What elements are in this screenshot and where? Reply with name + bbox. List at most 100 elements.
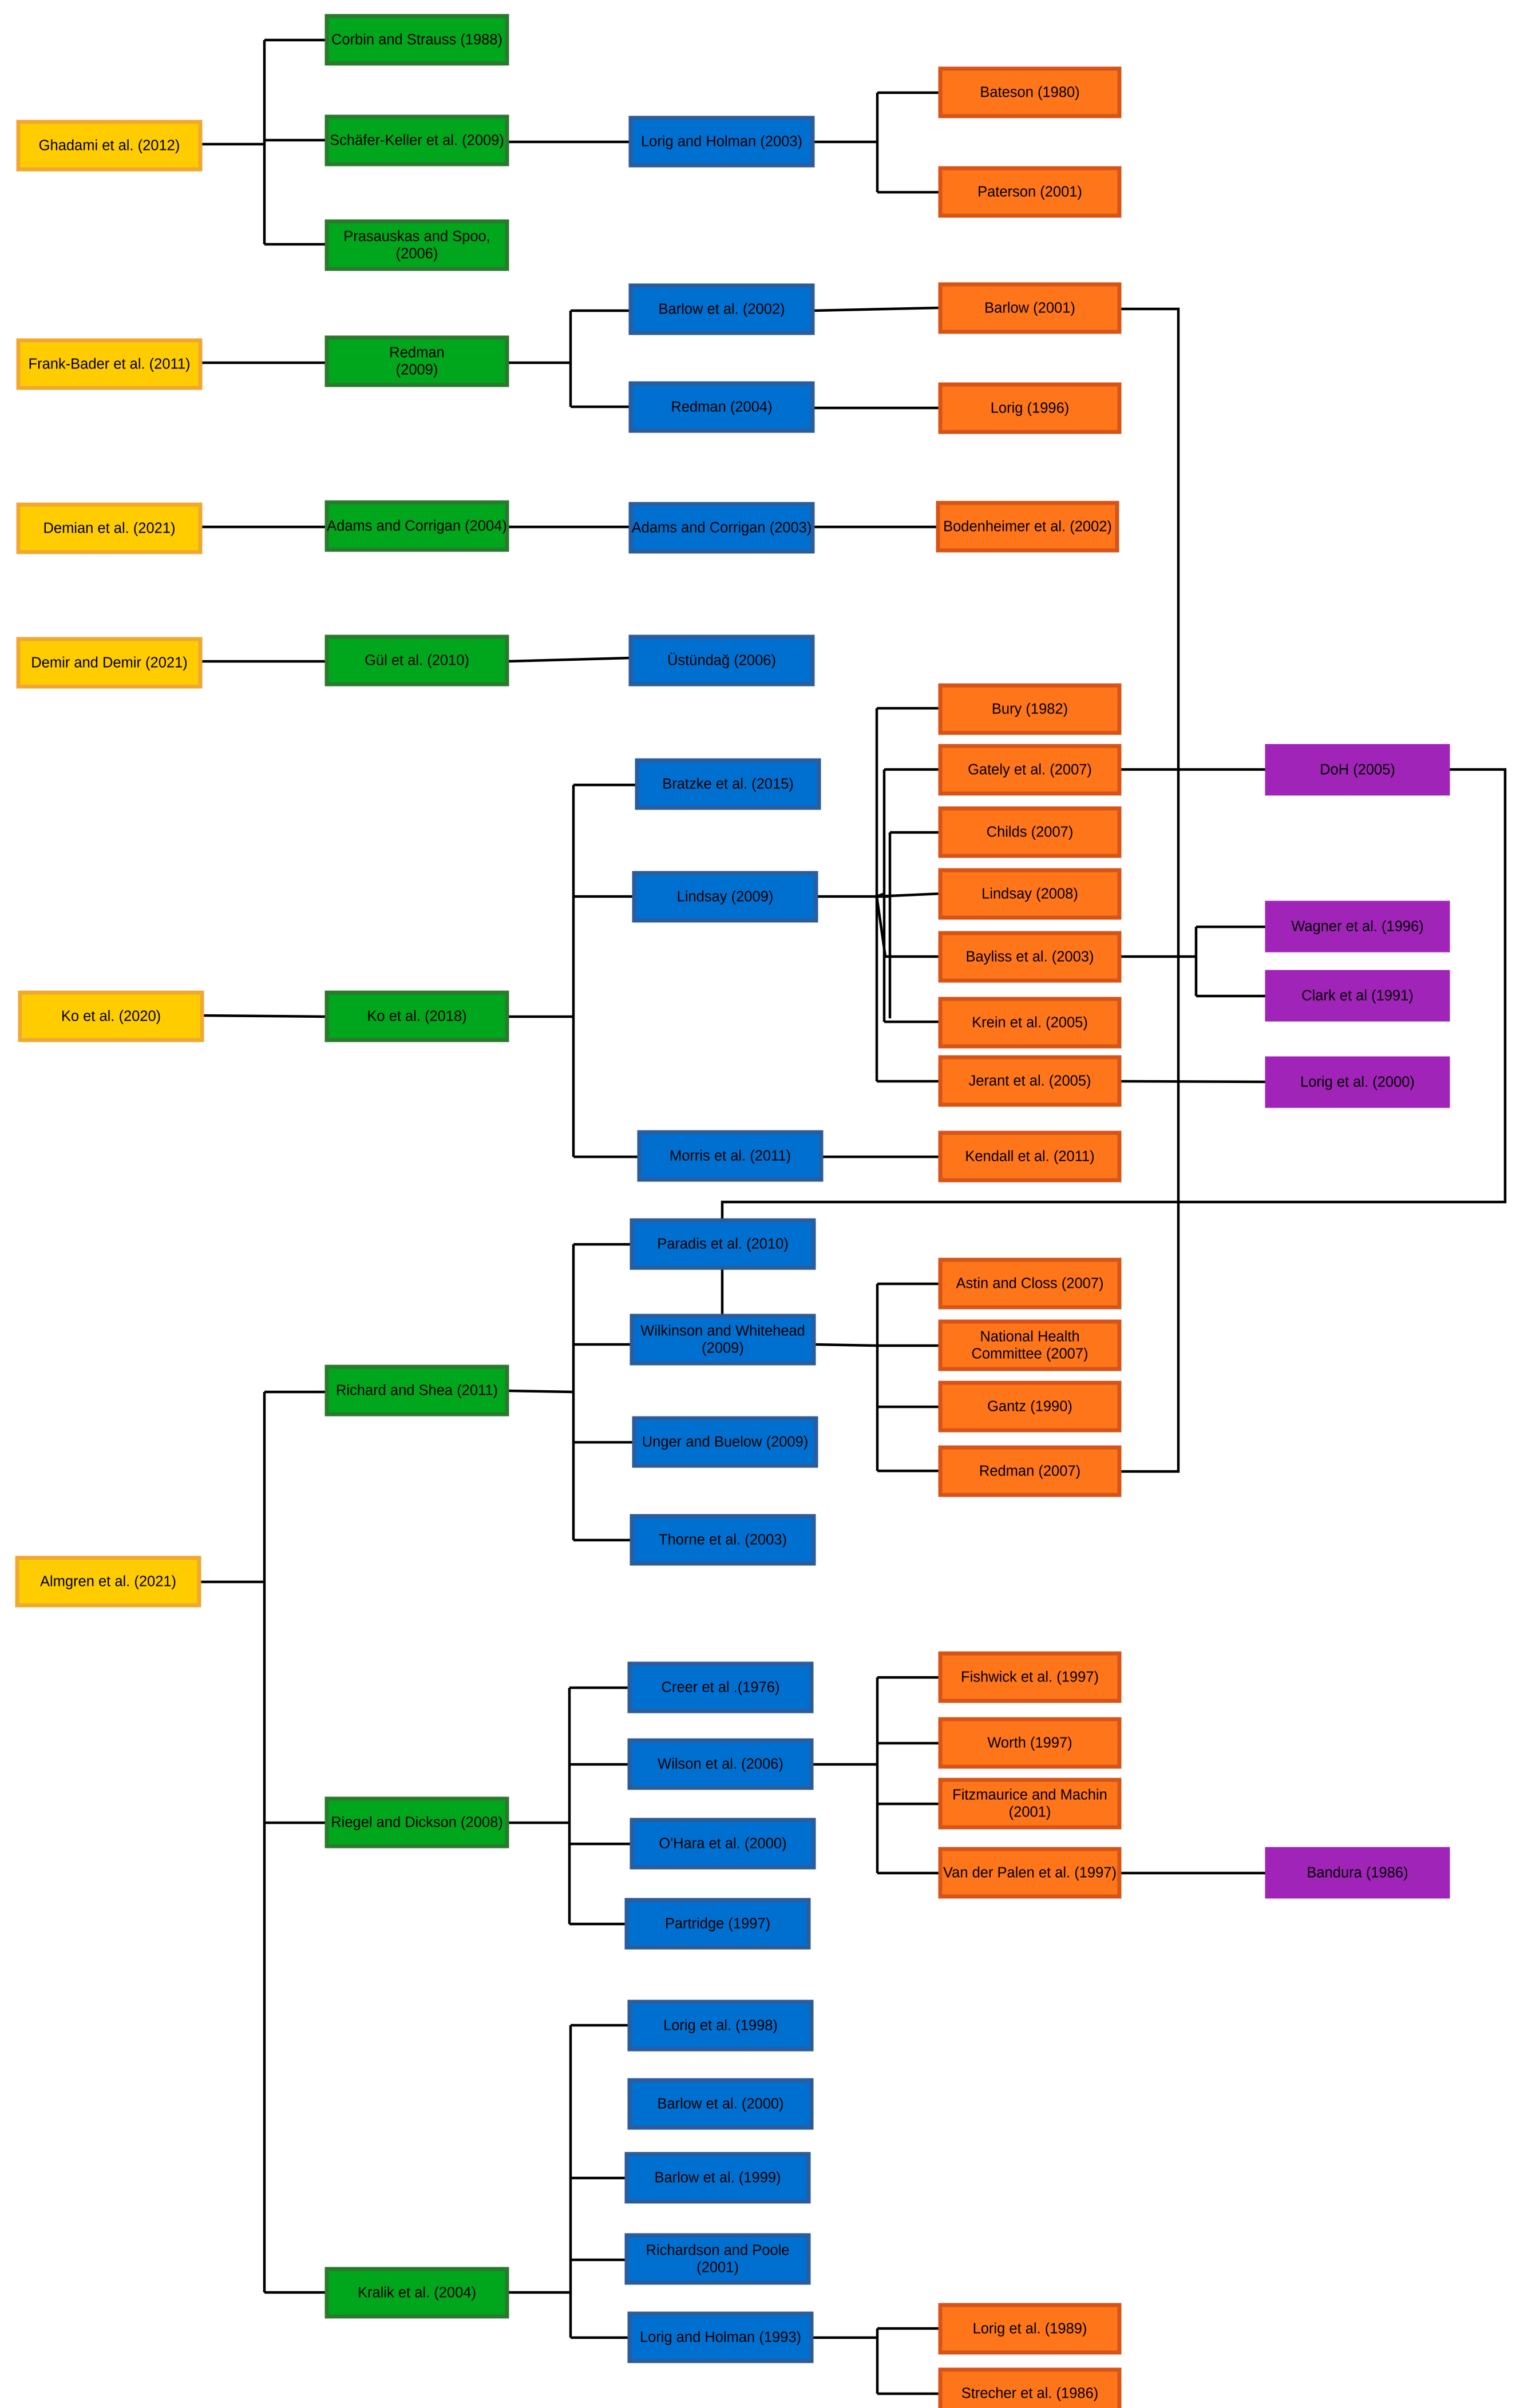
node-label: Ko et al. (2018) bbox=[367, 1009, 466, 1025]
node-box bbox=[630, 1818, 816, 1870]
node-demir2021: Demir and Demir (2021) bbox=[16, 637, 203, 689]
node-label: Redman bbox=[389, 345, 444, 361]
node-box bbox=[938, 1257, 1122, 1310]
node-thorne2003: Thorne et al. (2003) bbox=[630, 1514, 816, 1566]
node-doh2005: DoH (2005) bbox=[1265, 744, 1450, 796]
node-label: Jerant et al. (2005) bbox=[968, 1073, 1091, 1089]
node-label: Redman (2007) bbox=[979, 1463, 1080, 1479]
node-box bbox=[938, 282, 1122, 334]
node-fitzmaurice2001: Fitzmaurice and Machin(2001) bbox=[938, 1778, 1122, 1830]
node-box bbox=[624, 1898, 811, 1950]
node-box bbox=[324, 335, 509, 387]
node-label: Unger and Buelow (2009) bbox=[642, 1434, 809, 1450]
node-box bbox=[627, 2311, 814, 2363]
node-label: Lorig et al. (1998) bbox=[663, 2018, 778, 2034]
node-box bbox=[324, 2267, 509, 2319]
node-label: Lindsay (2008) bbox=[981, 886, 1078, 902]
node-label: Partridge (1997) bbox=[665, 1916, 770, 1932]
node-lindsay2008: Lindsay (2008) bbox=[938, 868, 1122, 920]
connector-line bbox=[875, 896, 940, 958]
node-label: Barlow et al. (2002) bbox=[658, 302, 785, 318]
node-label: Gül et al. (2010) bbox=[365, 653, 469, 669]
node-label: Bury (1982) bbox=[992, 701, 1068, 717]
node-box bbox=[938, 1319, 1122, 1371]
node-lorig1989: Lorig et al. (1989) bbox=[938, 2303, 1122, 2355]
node-lorig2000: Lorig et al. (2000) bbox=[1265, 1056, 1450, 1108]
node-demian2021: Demian et al. (2021) bbox=[16, 502, 203, 554]
node-label: Ko et al. (2020) bbox=[61, 1009, 161, 1025]
node-label: Barlow et al. (1999) bbox=[654, 2170, 781, 2186]
node-label: Lorig et al. (2000) bbox=[1300, 1074, 1415, 1090]
node-paterson2001: Paterson (2001) bbox=[938, 166, 1122, 218]
node-label: Schäfer-Keller et al. (2009) bbox=[330, 133, 504, 149]
node-jerant2005: Jerant et al. (2005) bbox=[938, 1055, 1122, 1107]
node-box bbox=[938, 66, 1122, 118]
node-label: Wilson et al. (2006) bbox=[658, 1756, 783, 1772]
node-redman2004: Redman (2004) bbox=[628, 381, 815, 433]
node-bury1982: Bury (1982) bbox=[938, 683, 1122, 735]
node-box bbox=[16, 120, 203, 172]
node-label: Gately et al. (2007) bbox=[968, 762, 1092, 778]
node-label: Paterson (2001) bbox=[977, 184, 1082, 200]
node-ustundag2006: Üstündağ (2006) bbox=[628, 634, 815, 687]
node-box bbox=[938, 931, 1122, 983]
node-lorigholman2003: Lorig and Holman (2003) bbox=[628, 116, 815, 168]
citation-nodes: Ghadami et al. (2012) Frank-Bader et al. … bbox=[15, 14, 1450, 2408]
node-label: (2009) bbox=[702, 1340, 744, 1356]
node-box bbox=[637, 1130, 824, 1182]
node-box bbox=[938, 1717, 1122, 1769]
node-label: Wilkinson and Whitehead bbox=[640, 1323, 805, 1339]
node-box bbox=[938, 2303, 1122, 2355]
connector-line bbox=[1119, 307, 1180, 1473]
node-label: Bayliss et al. (2003) bbox=[966, 949, 1094, 965]
node-box bbox=[627, 2078, 814, 2130]
node-ko2018: Ko et al. (2018) bbox=[324, 990, 509, 1042]
node-unger2009: Unger and Buelow (2009) bbox=[632, 1416, 818, 1468]
node-label: Üstündağ (2006) bbox=[667, 653, 776, 669]
node-label: Kralik et al. (2004) bbox=[358, 2285, 476, 2301]
node-box bbox=[938, 1445, 1122, 1497]
node-label: Bodenheimer et al. (2002) bbox=[943, 519, 1112, 535]
node-label: Fishwick et al. (1997) bbox=[961, 1669, 1099, 1685]
node-morris2011: Morris et al. (2011) bbox=[637, 1130, 824, 1182]
node-box bbox=[938, 744, 1122, 796]
node-box bbox=[1265, 744, 1450, 796]
connector-line bbox=[1119, 1080, 1268, 1084]
node-clark1991: Clark et al (1991) bbox=[1265, 970, 1450, 1022]
node-box bbox=[938, 1847, 1122, 1899]
node-box bbox=[1265, 1847, 1450, 1899]
node-label: Frank-Bader et al. (2011) bbox=[29, 356, 191, 372]
node-kralik2004: Kralik et al. (2004) bbox=[324, 2267, 509, 2319]
node-label: Wagner et al. (1996) bbox=[1291, 919, 1424, 935]
node-box bbox=[1265, 970, 1450, 1022]
node-paradis2010: Paradis et al. (2010) bbox=[630, 1218, 816, 1270]
connector-line bbox=[813, 1343, 878, 1347]
node-box bbox=[632, 871, 818, 923]
node-label: Adams and Corrigan (2004) bbox=[327, 518, 507, 534]
node-barlow2001: Barlow (2001) bbox=[938, 282, 1122, 334]
node-box bbox=[938, 1778, 1122, 1830]
node-label: Worth (1997) bbox=[987, 1735, 1072, 1751]
node-box bbox=[15, 1556, 201, 1608]
node-label: Paradis et al. (2010) bbox=[657, 1236, 789, 1252]
node-bodenheimer2002: Bodenheimer et al. (2002) bbox=[936, 501, 1119, 553]
node-label: Van der Palen et al. (1997) bbox=[943, 1865, 1117, 1881]
node-frankbader2011: Frank-Bader et al. (2011) bbox=[16, 338, 203, 390]
node-label: (2001) bbox=[1009, 1804, 1051, 1820]
node-label: Corbin and Strauss (1988) bbox=[331, 32, 502, 48]
node-label: Lorig and Holman (1993) bbox=[640, 2330, 801, 2346]
node-box bbox=[938, 1651, 1122, 1703]
node-label: Ghadami et al. (2012) bbox=[39, 138, 180, 154]
node-label: Astin and Closs (2007) bbox=[956, 1276, 1104, 1292]
node-label: Demian et al. (2021) bbox=[43, 521, 175, 537]
node-box bbox=[630, 1514, 816, 1566]
node-box bbox=[938, 166, 1122, 218]
node-label: Bratzke et al. (2015) bbox=[662, 776, 794, 792]
node-label: Bateson (1980) bbox=[980, 85, 1079, 101]
node-riegel2008: Riegel and Dickson (2008) bbox=[324, 1796, 509, 1848]
node-label: Richard and Shea (2011) bbox=[336, 1383, 498, 1399]
node-label: National Health bbox=[980, 1329, 1079, 1345]
connector-lines bbox=[199, 38, 1507, 2395]
